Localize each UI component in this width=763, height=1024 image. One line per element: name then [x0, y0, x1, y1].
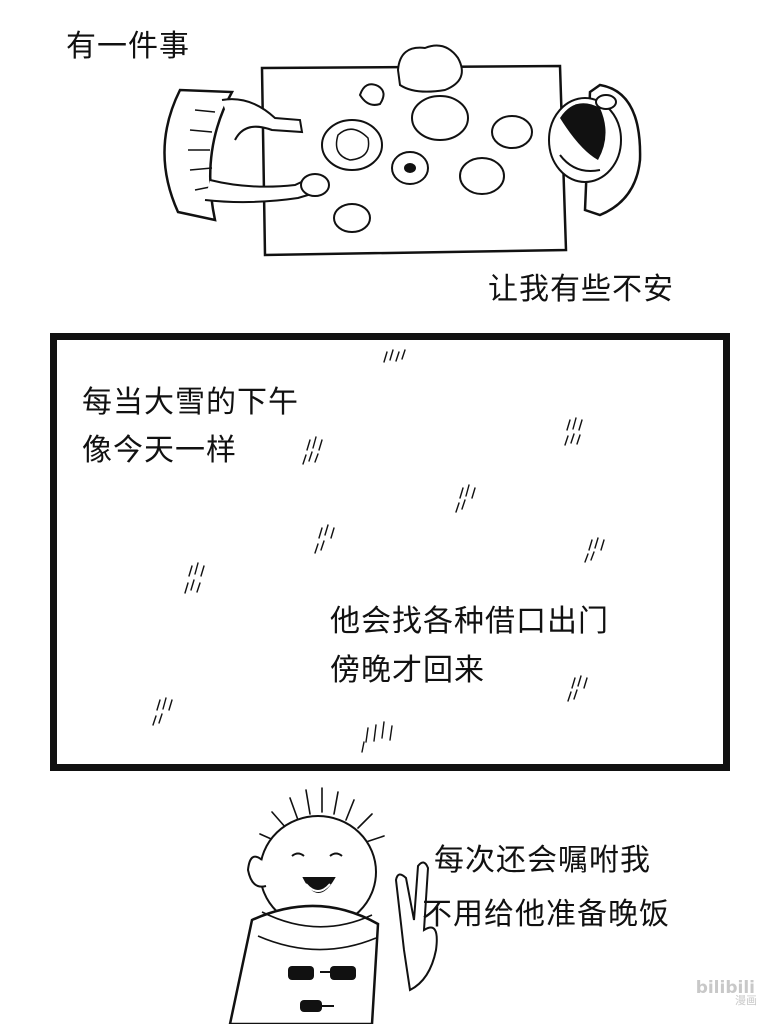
caption-like-today: 像今天一样 — [82, 433, 237, 468]
snow-panel — [50, 333, 730, 771]
caption-return-evening: 傍晚才回来 — [330, 653, 485, 688]
caption-bottom: 让我有些不安 — [488, 272, 674, 307]
caption-excuses: 他会找各种借口出门 — [330, 604, 609, 639]
dinner-table-illustration — [163, 44, 642, 257]
bilibili-logo: bilibili — [695, 978, 755, 998]
caption-reminds-me: 每次还会嘱咐我 — [434, 843, 651, 878]
caption-no-dinner: 不用给他准备晚饭 — [422, 897, 670, 932]
caption-snow-afternoon: 每当大雪的下午 — [82, 385, 299, 420]
bilibili-manga-label: 漫画 — [735, 994, 757, 1007]
caption-top: 有一件事 — [66, 29, 190, 64]
